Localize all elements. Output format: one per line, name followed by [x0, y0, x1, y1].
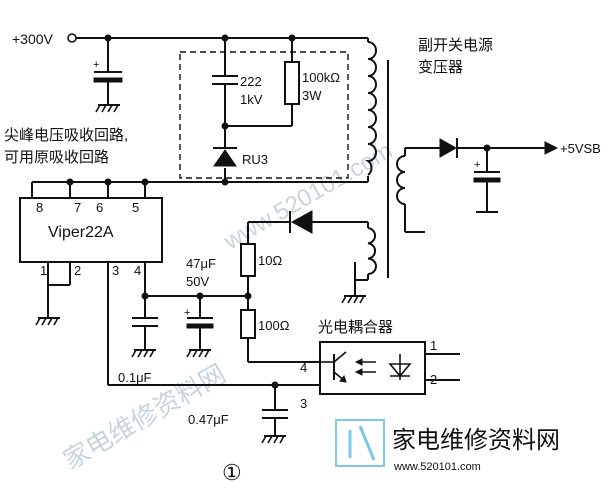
snubber-capacitor-value: 222	[240, 74, 262, 89]
pin-4-label: 4	[134, 263, 141, 278]
wires	[31, 37, 545, 436]
snubber-resistor	[284, 61, 300, 105]
resistor-100-label: 100Ω	[258, 318, 290, 333]
optocoupler	[319, 341, 426, 395]
svg-text:+: +	[93, 59, 99, 71]
aux-diode	[289, 210, 313, 234]
resistor-100	[240, 309, 256, 339]
output-diode	[439, 138, 458, 158]
optocoupler-label: 光电耦合器	[318, 319, 393, 336]
vdd-capacitor: +	[184, 307, 214, 350]
ground-cap-0-1uf	[131, 349, 156, 358]
supply-label: +300V	[12, 31, 54, 47]
ic-label: Viper22A	[48, 224, 114, 241]
snubber-resistor-value: 100kΩ	[302, 70, 340, 85]
junction-dots	[66, 34, 491, 389]
snubber-box	[179, 51, 349, 179]
resistor-10	[240, 243, 256, 277]
snubber-note-line1: 尖峰电压吸收回路,	[4, 127, 128, 144]
snubber-capacitor-rating: 1kV	[240, 92, 263, 107]
ground-aux-winding	[341, 295, 366, 304]
vdd-capacitor-rating: 50V	[186, 274, 209, 289]
svg-text:+: +	[474, 159, 480, 171]
ground-vdd-cap	[186, 349, 211, 358]
watermark-brand-text: 家电维修资料网	[392, 427, 560, 454]
bulk-capacitor: +	[93, 59, 123, 83]
pin-7-label: 7	[74, 200, 81, 215]
output-label: +5VSB	[560, 141, 601, 156]
opto-pin-3-label: 3	[300, 396, 307, 411]
opto-light-arrows	[354, 358, 376, 376]
pin-2-label: 2	[74, 263, 81, 278]
capacitor-0-47uf	[262, 409, 288, 419]
output-capacitor: +	[473, 159, 501, 183]
supply-terminal	[67, 33, 77, 43]
snubber-note-line2: 可用原吸收回路	[4, 149, 109, 166]
capacitor-0-1uf	[132, 317, 158, 350]
snubber-capacitor	[212, 75, 238, 85]
figure-number: ①	[222, 460, 242, 485]
opto-led	[388, 354, 412, 380]
viper22a-ic	[19, 197, 163, 263]
opto-phototransistor	[320, 351, 347, 383]
output-arrow	[544, 141, 559, 155]
pin-5-label: 5	[132, 200, 139, 215]
transformer	[364, 41, 406, 278]
ground-ic-pin1	[35, 317, 60, 326]
opto-pin-4-label: 4	[300, 360, 307, 375]
pin-8-label: 8	[36, 200, 43, 215]
resistor-10-label: 10Ω	[258, 253, 282, 268]
ground-symbols	[35, 104, 366, 444]
snubber-diode-label: RU3	[242, 152, 268, 167]
pin-6-label: 6	[96, 200, 103, 215]
transformer-label-line1: 副开关电源	[418, 37, 493, 54]
ground-bulk-cap	[95, 104, 120, 113]
vdd-capacitor-value: 47μF	[186, 256, 216, 271]
capacitor-0-47uf-label: 0.47μF	[188, 412, 229, 427]
svg-text:+: +	[184, 307, 190, 319]
opto-pin-1-label: 1	[430, 338, 437, 353]
ground-cap-0-47uf	[261, 435, 286, 444]
pin-3-label: 3	[112, 263, 119, 278]
transformer-label-line2: 变压器	[418, 59, 463, 76]
snubber-resistor-rating: 3W	[302, 88, 322, 103]
capacitor-0-1uf-label: 0.1μF	[118, 370, 152, 385]
pin-1-label: 1	[40, 263, 47, 278]
watermark-url-text: www.520101.com	[393, 461, 481, 473]
watermark-logo: 家电维修资料网 www.520101.com	[335, 419, 560, 473]
opto-pin-2-label: 2	[430, 372, 437, 387]
snubber-diode	[213, 140, 237, 167]
